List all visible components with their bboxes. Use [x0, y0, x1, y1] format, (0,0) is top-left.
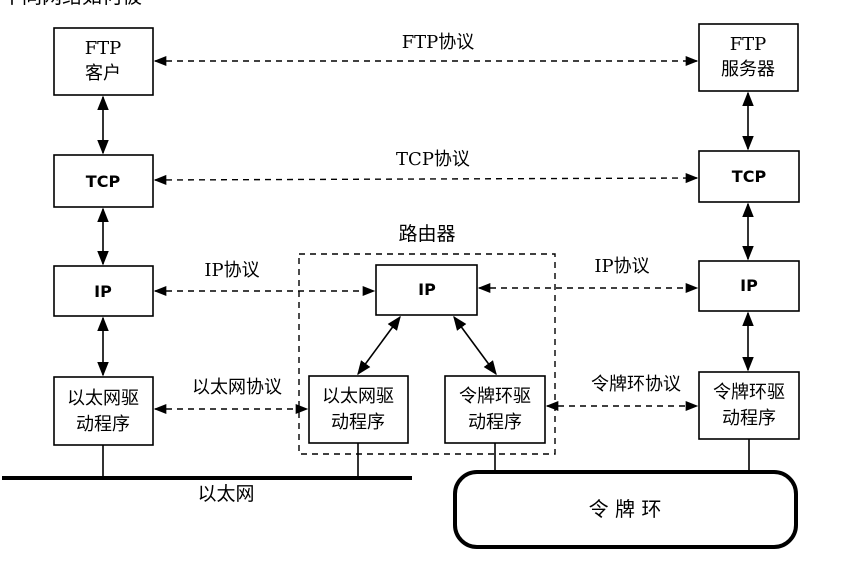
router-ip-label: IP — [418, 280, 436, 299]
ftp-server-line2: 服务器 — [721, 59, 775, 80]
eth-driver-left-line2: 动程序 — [76, 414, 130, 435]
ftp-client-line2: 客户 — [85, 63, 121, 84]
clipped-top-text: 不同网络如何被 — [2, 0, 142, 8]
arrow-router-ip-eth — [357, 315, 401, 376]
token-ring-network — [453, 470, 798, 549]
tcp-protocol-label: TCP协议 — [396, 149, 470, 170]
tcp-left-box: TCP — [53, 154, 154, 208]
router-boundary — [298, 253, 556, 455]
router-ip-box: IP — [375, 264, 478, 316]
router-eth-driver-box: 以太网驱 动程序 — [308, 375, 409, 444]
ftp-protocol-label: FTP协议 — [402, 32, 475, 53]
ftp-client-line1: FTP — [85, 38, 122, 59]
ip-left-label: IP — [94, 282, 112, 301]
token-ring-network-label: 令 牌 环 — [589, 497, 662, 521]
tcp-protocol-arrow — [153, 173, 699, 185]
tcp-left-label: TCP — [86, 172, 121, 191]
router-eth-driver-line1: 以太网驱 — [322, 386, 394, 407]
token-driver-right-line2: 动程序 — [722, 408, 776, 429]
tcp-right-label: TCP — [732, 167, 767, 186]
eth-driver-left-line1: 以太网驱 — [67, 388, 139, 409]
token-ring-protocol-label: 令牌环协议 — [591, 374, 681, 395]
ip-protocol-right-label: IP协议 — [594, 256, 649, 277]
ftp-server-line1: FTP — [730, 34, 767, 55]
router-eth-driver-line2: 动程序 — [331, 412, 385, 433]
ethernet-protocol-label: 以太网协议 — [192, 377, 282, 398]
router-label: 路由器 — [398, 223, 455, 245]
ethernet-network-label: 以太网 — [197, 483, 254, 505]
ip-protocol-left-label: IP协议 — [204, 260, 259, 281]
router-token-driver-line2: 动程序 — [468, 412, 522, 433]
eth-driver-left-box: 以太网驱 动程序 — [53, 376, 154, 446]
ftp-client-box: FTP 客户 — [53, 27, 154, 96]
router-token-driver-box: 令牌环驱 动程序 — [444, 375, 546, 444]
router-token-driver-line1: 令牌环驱 — [459, 386, 531, 407]
arrow-router-ip-token — [453, 315, 497, 376]
ip-left-box: IP — [53, 265, 154, 317]
ip-right-box: IP — [698, 260, 800, 312]
ip-right-label: IP — [740, 276, 758, 295]
tcp-right-box: TCP — [698, 150, 800, 203]
token-driver-right-line1: 令牌环驱 — [713, 382, 785, 403]
token-driver-right-box: 令牌环驱 动程序 — [698, 371, 800, 440]
ftp-server-box: FTP 服务器 — [698, 23, 799, 92]
